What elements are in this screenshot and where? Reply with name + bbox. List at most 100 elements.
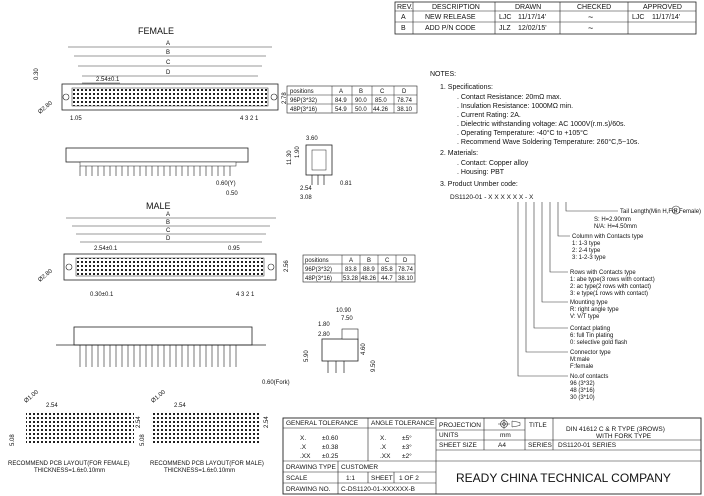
at-1-v: ±3° [402,443,412,451]
male-dim-060fork: 0.60(Fork) [262,380,290,386]
pm-r1c0: 48P(3*16) [305,276,332,282]
note-0: 1. Specifications: [440,84,493,91]
code-item-2: N/A: H=4.50mm [594,224,637,230]
male-top-view: MALE A B C D 2.54±0.1 0.95 Ø2.80 0.30±0.… [37,201,290,298]
pcb-male-title: RECOMMEND PCB LAYOUT(FOR MALE) [150,461,264,467]
pf-h0: positions [290,89,314,95]
pcb-female-title: RECOMMEND PCB LAYOUT(FOR FEMALE) [8,461,130,467]
code-item-7: Rows with Contacts type [570,270,636,276]
pcb-female-thickness: THICKNESS=1.6±0.10mm [34,468,105,474]
rev-header-description: DESCRIPTION [432,4,480,11]
rev-b-date: 12/02/15' [518,25,547,32]
sheet-size-value: A4 [498,442,506,449]
note-8: . Contact: Copper alloy [457,160,529,167]
female-dim-060y: 0.60(Y) [216,181,236,187]
male-dim-030: 0.30±0.1 [90,292,114,298]
pf-r1c1: 54.9 [335,107,347,113]
note-5: . Operating Temperature: -40°C to +105°C [457,129,588,137]
rohs-mark: R [674,208,678,214]
female-dim-a: A [166,41,170,47]
code-item-9: 2: ac type(2 rows with contact) [570,284,651,290]
pm-r0c0: 96P(3*32) [305,267,332,273]
female-dim-360: 3.60 [306,136,318,142]
code-item-16: 0: selective gold flash [570,340,627,346]
pf-h4: D [402,89,407,95]
male-dim-a: A [166,212,170,218]
code-item-1: S: H=2.90mm [594,217,631,223]
drawing-type-value: CUSTOMER [341,464,378,471]
pm-r1c2: 48.26 [361,276,377,282]
rev-a-desc: NEW RELEASE [425,14,476,21]
code-item-4: 1: 1-3 type [572,241,601,247]
scale-value: 1:1 [346,475,355,482]
code-item-11: Mounting type [570,300,608,306]
female-dim-254: 2.54 [300,186,312,192]
female-dim-c: C [166,60,171,66]
product-code: DS1120-01 - X X X X X X - X [450,194,534,201]
male-dim-950: 9.50 [371,360,377,372]
rev-header-approved: APPROVED [643,4,682,11]
code-item-10: 3: e type(1 rows with contact) [570,291,648,297]
pf-h3: C [380,89,385,95]
sheet-value: 1 OF 2 [399,475,419,482]
female-dim-030: 0.30 [34,68,40,80]
positions-table-female: positions A B C D 96P(3*32) 84.9 90.0 85… [286,85,418,114]
company-name: READY CHINA TECHNICAL COMPANY [456,471,671,485]
male-dim-1090: 10.90 [336,308,352,314]
note-2: . Insulation Resistance: 1000MΩ min. [457,103,573,110]
pcb-layout-male: Ø1.00 2.54 5.08 2.54 RECOMMEND PCB LAYOU… [140,389,270,474]
note-10: 3. Product Unmber code: [440,181,518,188]
female-dim-050: 0.50 [226,191,238,197]
rev-a-date: 11/17/14' [518,14,546,21]
title-label: TITLE [529,422,547,429]
female-hole: Ø2.80 [37,100,54,116]
female-pitch: 2.54±0.1 [96,77,120,83]
code-item-19: F:female [570,364,594,370]
pf-r0c3: 85.0 [375,98,387,104]
female-dim-105: 1.05 [70,116,82,122]
note-7: 2. Materials: [440,150,478,157]
code-item-20: No.of contacts [570,374,608,380]
pf-r0c4: 78.74 [397,98,413,104]
pf-r0c2: 90.0 [355,98,367,104]
female-dim-b: B [166,50,170,56]
units-label: UNITS [439,432,459,439]
pf-r1c4: 38.10 [397,107,413,113]
code-item-13: V: V/T type [570,314,600,320]
notes-title: NOTES: [430,71,456,78]
note-3: . Current Rating: 2A. [457,112,521,119]
pcb-female-508: 5.08 [10,434,16,446]
pm-r0c3: 85.8 [381,267,393,273]
series-label: SERIES [528,442,553,449]
angle-tolerance: ANGLE TOLERANCE [371,420,435,427]
rev-header-rev: REV. [397,4,413,11]
code-item-17: Connector type [570,350,611,356]
male-row-numbers: 4 3 2 1 [236,292,255,298]
female-dim-278: 2.78 [282,92,288,104]
sheet-size-label: SHEET SIZE [439,442,477,449]
notes: NOTES: 1. Specifications: . Contact Resi… [430,71,639,201]
pcb-male-508: 5.08 [140,434,146,446]
code-item-6: 3: 1-2-3 type [572,255,606,261]
title-value-2: WITH FORK TYPE [596,433,652,440]
female-dim-1130: 11.30 [287,150,293,165]
rev-header-drawn: DRAWN [515,4,541,11]
rev-b: B [401,25,406,32]
pf-h2: B [359,89,363,95]
rev-b-drawn: JLZ [499,25,511,32]
code-item-23: 30 (3*10) [570,395,595,401]
at-2-v: ±2° [402,452,412,460]
rev-a-checked: ~ [588,12,593,22]
code-item-14: Contact plating [570,326,610,332]
projection-symbol-icon [498,419,521,429]
pm-h1: A [349,258,353,264]
pm-r0c1: 83.8 [345,267,357,273]
code-item-21: 96 (3*32) [570,381,595,387]
gt-1-v: ±0.38 [322,444,339,451]
rev-header-checked: CHECKED [577,4,611,11]
female-top-view: FEMALE A B C D 2.54±0.1 0.30 Ø2.80 1.05 … [34,26,288,122]
revision-table: REV. DESCRIPTION DRAWN CHECKED APPROVED … [394,1,697,35]
rev-a-drawn: LJC [499,14,511,21]
pcb-male-254b: 2.54 [264,416,270,428]
pm-r1c1: 53.28 [343,276,359,282]
